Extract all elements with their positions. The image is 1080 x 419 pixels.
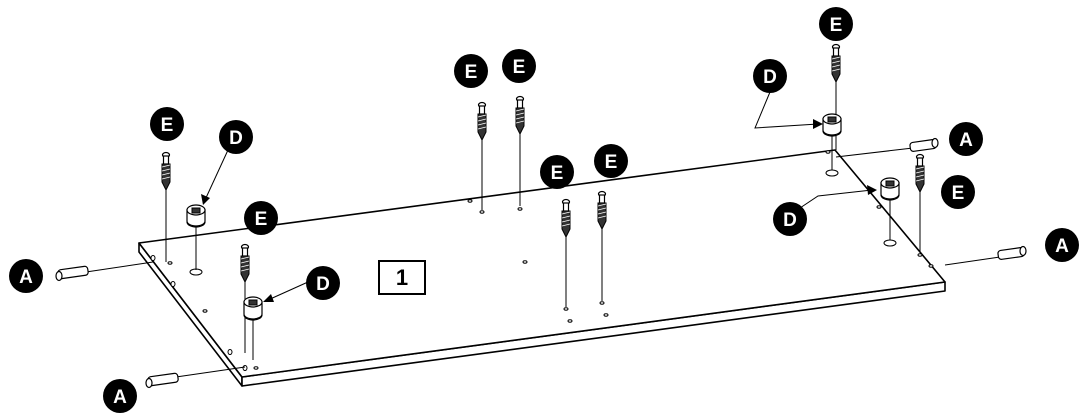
callout-letter: E: [605, 152, 618, 173]
callout-label-e: E: [594, 144, 628, 178]
callout-letter: E: [513, 57, 526, 78]
callout-letter: A: [1055, 236, 1069, 257]
callout-label-d: D: [219, 120, 253, 154]
callout-label-a: A: [9, 259, 43, 293]
callout-label-d: D: [773, 202, 807, 236]
dowel-part: [944, 245, 1027, 266]
cam-bolt-part: [561, 198, 571, 307]
cam-lock-part: [822, 113, 842, 170]
callout-label-d: D: [306, 266, 340, 300]
cam-bolt-part: [515, 95, 525, 206]
cam-bolt-part: [597, 190, 607, 301]
step-number-box: 1: [378, 260, 426, 295]
cam-lock-part: [243, 296, 263, 360]
cam-bolt-part: [831, 43, 841, 150]
callout-letter: E: [952, 183, 965, 204]
step-number: 1: [396, 265, 408, 290]
cam-lock-part: [186, 204, 206, 270]
callout-letter: E: [465, 62, 478, 83]
dowel-part: [835, 137, 939, 158]
callout-label-e: E: [244, 201, 278, 235]
callout-label-e: E: [941, 175, 975, 209]
callout-group: E D A E D A E E E E E D E D A A: [9, 7, 1079, 413]
cam-lock-part: [880, 177, 900, 240]
callout-letter: D: [783, 210, 797, 231]
leader-arrow: [754, 91, 823, 129]
callout-label-e: E: [540, 155, 574, 189]
leader-arrow: [201, 149, 229, 205]
callout-letter: E: [551, 163, 564, 184]
callout-label-d: D: [753, 59, 787, 93]
callout-letter: A: [19, 267, 33, 288]
cam-bolt-part: [477, 101, 487, 210]
callout-letter: D: [316, 274, 330, 295]
callout-label-a: A: [949, 122, 983, 156]
callout-letter: E: [161, 115, 174, 136]
callout-letter: D: [229, 128, 243, 149]
callout-letter: A: [959, 130, 973, 151]
cam-bolt-part: [161, 151, 171, 262]
callout-letter: D: [763, 67, 777, 88]
callout-label-e: E: [819, 7, 853, 41]
callout-letter: E: [830, 15, 843, 36]
callout-letter: E: [255, 209, 268, 230]
callout-label-a: A: [103, 379, 137, 413]
dowel-part: [55, 261, 154, 282]
board-panel: [138, 149, 946, 387]
callout-letter: A: [113, 387, 127, 408]
callout-label-e: E: [502, 49, 536, 83]
dowel-part: [145, 366, 246, 389]
callout-label-e: E: [454, 54, 488, 88]
cam-bolt-part: [915, 153, 925, 252]
callout-label-a: A: [1045, 228, 1079, 262]
leader-arrow: [796, 185, 877, 211]
leader-arrow: [263, 281, 309, 302]
callout-label-e: E: [150, 107, 184, 141]
